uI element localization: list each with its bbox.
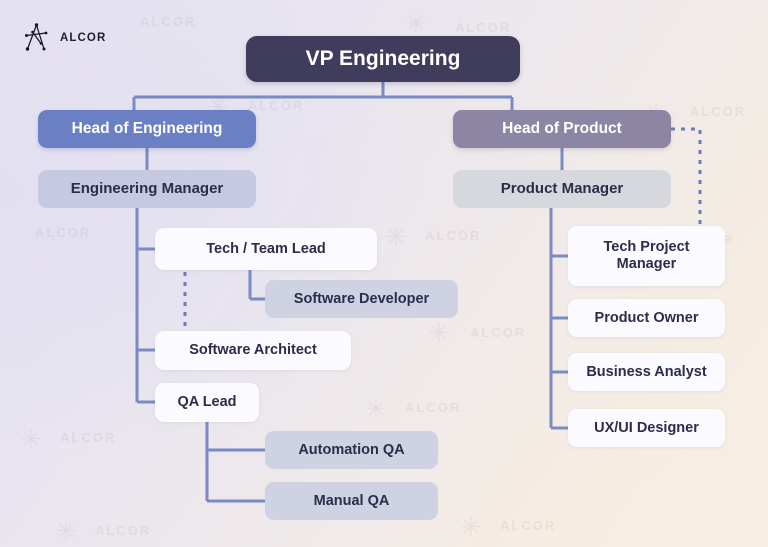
node-software-developer[interactable]: Software Developer: [265, 280, 458, 318]
node-tech-team-lead[interactable]: Tech / Team Lead: [155, 228, 377, 270]
node-qa-lead[interactable]: QA Lead: [155, 383, 259, 422]
node-vp-engineering[interactable]: VP Engineering: [246, 36, 520, 82]
node-manual-qa[interactable]: Manual QA: [265, 482, 438, 520]
star-constellation-icon: [25, 23, 48, 51]
brand-name: ALCOR: [60, 32, 107, 44]
node-head-of-product[interactable]: Head of Product: [453, 110, 671, 148]
node-tech-project-manager[interactable]: Tech Project Manager: [568, 226, 725, 286]
node-business-analyst[interactable]: Business Analyst: [568, 353, 725, 391]
node-product-owner[interactable]: Product Owner: [568, 299, 725, 337]
node-head-of-engineering[interactable]: Head of Engineering: [38, 110, 256, 148]
node-software-architect[interactable]: Software Architect: [155, 331, 351, 370]
node-ux-ui-designer[interactable]: UX/UI Designer: [568, 409, 725, 447]
node-engineering-manager[interactable]: Engineering Manager: [38, 170, 256, 208]
node-automation-qa[interactable]: Automation QA: [265, 431, 438, 469]
brand-logo: ALCOR: [22, 22, 106, 54]
node-product-manager[interactable]: Product Manager: [453, 170, 671, 208]
